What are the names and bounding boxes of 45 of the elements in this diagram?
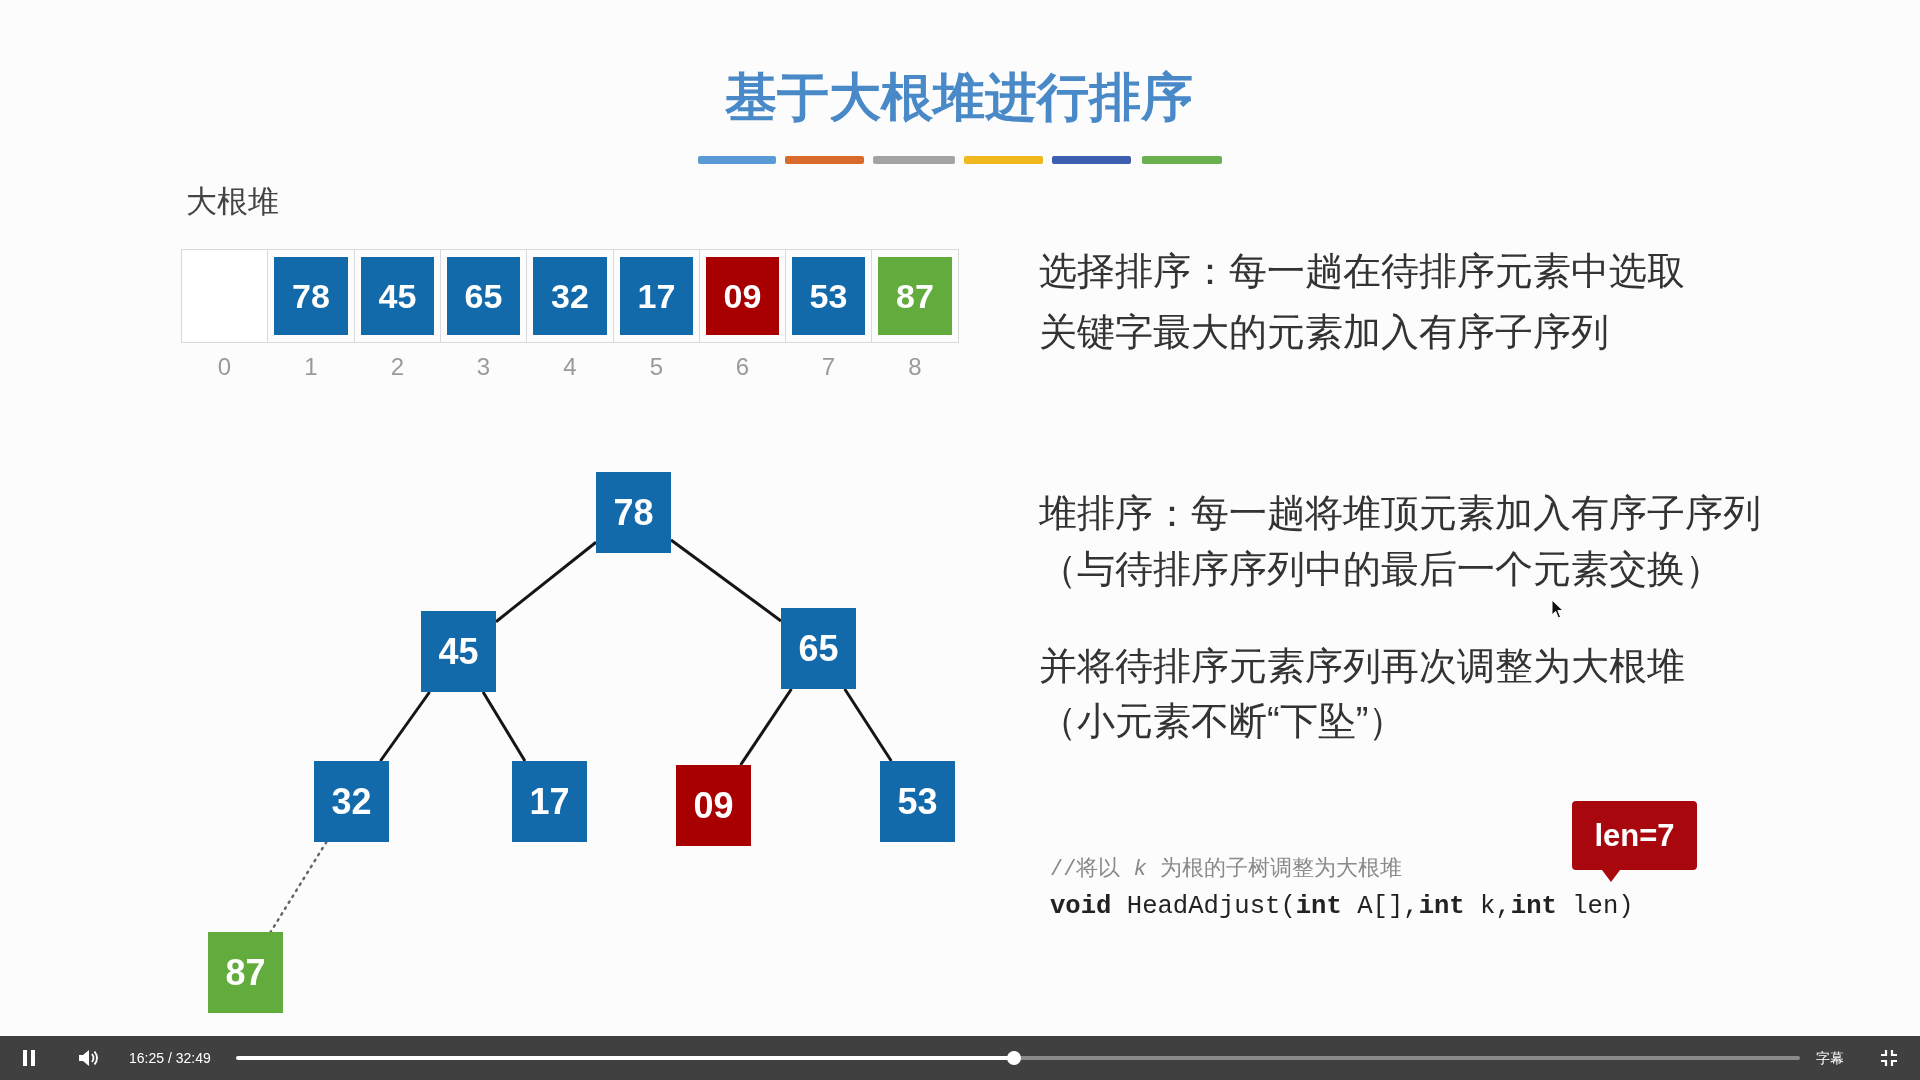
tree-node: 32 (314, 761, 389, 842)
description-text: 并将待排序元素序列再次调整为大根堆 (1039, 644, 1685, 689)
description-text: （小元素不断“下坠”） (1039, 699, 1407, 744)
array-cell: 09 (699, 249, 786, 343)
array-cell: 87 (871, 249, 959, 343)
index-number: 5 (649, 352, 664, 382)
callout-bubble: len=7 (1572, 801, 1697, 882)
index-number: 6 (735, 352, 750, 382)
description-text: （与待排序序列中的最后一个元素交换） (1039, 547, 1723, 592)
description-text: 选择排序：每一趟在待排序元素中选取关键字最大的元素加入有序子序列 (1039, 249, 1686, 355)
index-number: 3 (476, 352, 491, 382)
tree-node: 65 (781, 608, 856, 689)
index-number: 4 (563, 352, 577, 382)
connector-line (670, 538, 782, 623)
array-cell: 65 (440, 249, 527, 343)
connector-line (481, 691, 527, 762)
slide-title: 基于大根堆进行排序 (725, 67, 1193, 128)
array-cell: 53 (785, 249, 872, 343)
connector-line (379, 691, 431, 762)
index-number: 8 (908, 352, 922, 382)
tree-node: 09 (676, 765, 751, 846)
index-number: 7 (821, 352, 836, 382)
connector-line (739, 688, 793, 766)
tree-node: 45 (421, 611, 496, 692)
tree-node: 78 (596, 472, 671, 553)
time-display: 16:25 / 32:49 (129, 1049, 211, 1068)
array-cell: 32 (526, 249, 614, 343)
tree-node: 17 (512, 761, 587, 842)
connector-line (495, 541, 597, 623)
index-number: 0 (217, 352, 232, 382)
tree-node: 53 (880, 761, 955, 842)
array-cell: 17 (613, 249, 700, 343)
subtitle-button: 字幕 (1816, 1049, 1844, 1068)
index-number: 1 (304, 352, 318, 382)
array-cell (181, 249, 268, 343)
tree-node: 87 (208, 932, 283, 1013)
section-heading: 大根堆 (186, 183, 279, 221)
code-comment: //将以 k 为根的子树调整为大根堆 (1050, 856, 1402, 884)
description-text: 堆排序：每一趟将堆顶元素加入有序子序列 (1039, 491, 1761, 536)
connector-line (843, 688, 893, 762)
array-cell: 78 (267, 249, 355, 343)
dotted-line (269, 840, 328, 934)
code-line: void HeadAdjust(int A[],int k,int len) (1050, 891, 1634, 923)
index-number: 2 (390, 352, 405, 382)
array-cell: 45 (354, 249, 441, 343)
